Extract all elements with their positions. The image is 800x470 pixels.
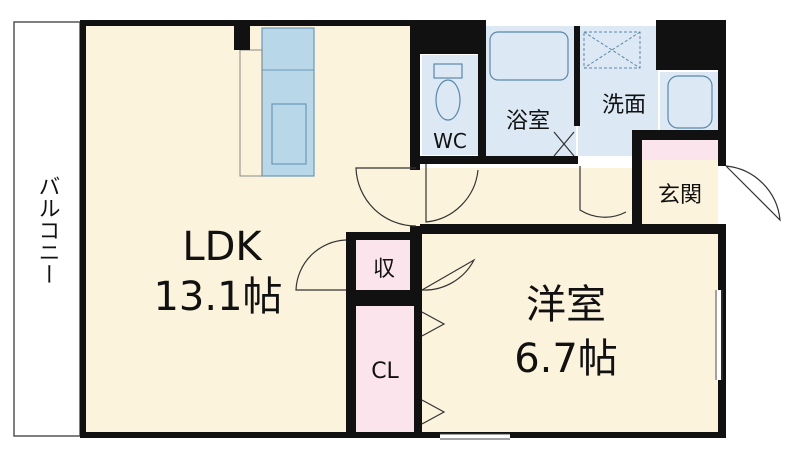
closet-door-mark [421,399,446,425]
closet-floor [356,306,414,432]
wc-floor [422,55,478,155]
hallway-floor [416,168,638,226]
wall [718,20,726,166]
toilet-tank-icon [433,63,463,79]
pan-cross [583,31,641,69]
door-swing-storage [295,239,347,291]
balcony-area [13,21,81,437]
wall [416,156,578,164]
door-swing-wc [425,164,479,223]
closet-door-mark [421,311,446,337]
door-swing-ldk [355,167,417,227]
wall [346,232,422,240]
wall [346,232,356,438]
wall [414,306,422,438]
door-swing-entrance [725,165,781,222]
ldk-label: LDK [182,224,263,270]
door-swing-western [421,258,476,291]
storage-label: 収 [373,257,395,282]
bathtub-icon [489,31,569,81]
wall [478,26,486,162]
wall [632,130,642,230]
western-room-size: 6.7帖 [514,336,618,382]
balcony-label: バルコニー [35,175,60,285]
sink-icon [271,103,307,165]
wall [410,20,420,170]
entrance-label: 玄関 [658,183,702,208]
wall [656,20,720,70]
storage-floor [356,240,410,290]
western-room-floor [420,232,718,432]
bath-floor [484,26,576,156]
washing-machine-pan-icon [583,31,641,69]
kitchen-counter [261,27,315,177]
western-room-label: 洋室 [526,282,606,328]
wall [234,26,250,50]
wash-basin-icon [667,75,713,129]
closet-label: CL [371,359,399,384]
door-swing-wash [579,166,627,218]
entrance-strip [642,140,718,160]
ldk-size: 13.1帖 [153,274,282,320]
wall [632,130,726,140]
toilet-icon [435,79,461,121]
wall [420,224,726,234]
wall [80,20,86,438]
wc-label: WC [433,129,467,153]
pan-cross [583,31,641,69]
wall [80,432,726,438]
wall [574,26,580,126]
bath-label: 浴室 [506,109,550,134]
door-swing-bath [553,131,575,157]
wall [416,20,486,54]
wall [80,20,416,26]
wall [410,226,422,306]
washroom-label: 洗面 [602,93,646,118]
wall [346,290,422,306]
counter-back [239,49,263,177]
